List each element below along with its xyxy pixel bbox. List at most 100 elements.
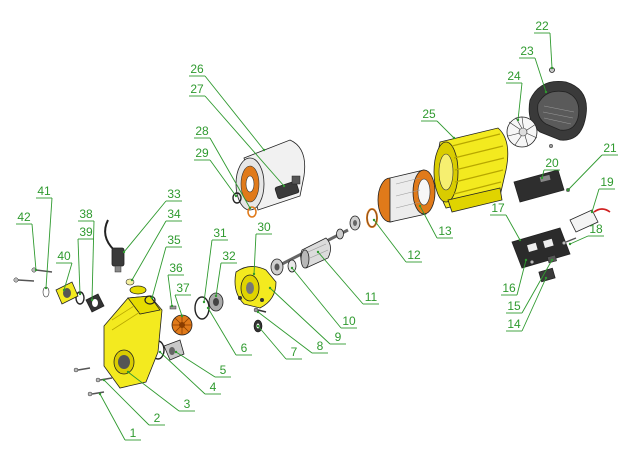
callout-number: 27 — [190, 82, 204, 96]
callout-number: 16 — [502, 281, 516, 295]
callout-leader — [167, 274, 173, 307]
part-flow-sensor — [104, 219, 125, 273]
callout-38: 38 — [78, 207, 95, 302]
callout-leader — [505, 214, 521, 241]
part-ring-12 — [366, 208, 378, 228]
callout-leader — [175, 351, 216, 378]
callout-number: 42 — [17, 210, 31, 224]
callout-leader-tip — [122, 250, 126, 254]
callout-leader-tip — [282, 184, 286, 188]
callout-30: 30 — [252, 220, 272, 276]
callout-leader-tip — [590, 210, 594, 214]
callout-leader-tip — [170, 304, 174, 308]
callout-leader — [291, 267, 342, 329]
part-gasket-38 — [85, 293, 105, 313]
callout-leader-tip — [248, 206, 252, 210]
callout-39: 39 — [77, 225, 94, 296]
part-seal-ring — [287, 259, 297, 273]
part-fan-cover — [528, 81, 587, 149]
part-bolt-8 — [253, 307, 267, 313]
callout-leader — [257, 325, 287, 360]
callout-25: 25 — [421, 107, 456, 140]
callout-14: 14 — [506, 276, 548, 332]
part-screw-18 — [561, 237, 577, 246]
callout-15: 15 — [506, 258, 554, 314]
callout-40: 40 — [56, 249, 73, 292]
callout-number: 15 — [507, 299, 521, 313]
callout-leader-tip — [524, 258, 528, 262]
callout-leader-tip — [158, 350, 162, 354]
callout-leader — [77, 238, 81, 295]
callout-leader-tip — [180, 314, 184, 318]
part-control-cover — [513, 169, 571, 203]
callout-number: 38 — [79, 207, 93, 221]
callout-leader — [45, 197, 53, 289]
callout-leader — [257, 311, 313, 354]
callout-number: 18 — [589, 222, 603, 236]
callout-number: 20 — [545, 156, 559, 170]
callout-leader — [63, 262, 73, 291]
callout-leader — [151, 246, 167, 299]
callout-leader-tip — [102, 378, 106, 382]
callout-leader — [174, 294, 183, 317]
part-control-box — [511, 227, 571, 269]
callout-26: 26 — [189, 62, 266, 152]
callout-number: 40 — [57, 249, 71, 263]
callout-leader — [209, 159, 237, 197]
callout-leader-tip — [516, 118, 520, 122]
callout-leader-tip — [372, 218, 376, 222]
callout-number: 7 — [291, 345, 298, 359]
callout-leader — [419, 205, 438, 239]
callout-10: 10 — [290, 266, 357, 329]
callout-number: 9 — [335, 330, 342, 344]
callout-leader-tip — [262, 148, 266, 152]
callout-leader — [127, 371, 180, 412]
callout-number: 14 — [507, 317, 521, 331]
callout-leader-tip — [550, 66, 554, 70]
callout-number: 28 — [195, 124, 209, 138]
callout-leader — [521, 259, 553, 314]
callout-7: 7 — [256, 324, 302, 360]
callout-number: 26 — [190, 62, 204, 76]
callout-2: 2 — [102, 378, 165, 426]
callout-leader-tip — [150, 296, 154, 300]
callout-leader — [31, 223, 37, 271]
callout-number: 22 — [535, 19, 549, 33]
callout-leader-tip — [544, 276, 548, 280]
callout-leader-tip — [418, 204, 422, 208]
callout-leader-tip — [256, 324, 260, 328]
part-motor-housing — [433, 127, 509, 213]
callout-8: 8 — [256, 310, 328, 354]
part-inlet-flange — [55, 281, 79, 305]
callout-17: 17 — [490, 201, 522, 242]
callout-leader-tip — [62, 288, 66, 292]
callout-leader-tip — [544, 90, 548, 94]
callout-9: 9 — [268, 286, 346, 345]
part-pump-body — [103, 285, 163, 389]
callout-leader — [103, 379, 150, 426]
callout-1: 1 — [98, 392, 141, 441]
callout-3: 3 — [126, 370, 195, 412]
callout-number: 13 — [438, 224, 452, 238]
callout-number: 11 — [365, 290, 378, 304]
callout-leader — [517, 82, 523, 121]
callout-number: 25 — [422, 107, 436, 121]
callout-leader — [253, 233, 257, 275]
callout-leader-tip — [290, 266, 294, 270]
callout-number: 33 — [167, 187, 181, 201]
callout-leader — [569, 235, 589, 245]
callout-number: 36 — [169, 261, 183, 275]
callout-leader — [436, 120, 455, 139]
callout-number: 12 — [407, 248, 421, 262]
callout-leader-tip — [234, 194, 238, 198]
callout-leader — [131, 220, 167, 281]
callout-leader — [541, 169, 545, 179]
callout-leader — [91, 220, 95, 301]
callout-leader-tip — [78, 292, 82, 296]
callout-19: 19 — [590, 175, 615, 214]
callout-number: 31 — [213, 226, 227, 240]
callout-leader-tip — [126, 370, 130, 374]
callout-18: 18 — [568, 222, 604, 246]
callout-leader-tip — [540, 176, 544, 180]
